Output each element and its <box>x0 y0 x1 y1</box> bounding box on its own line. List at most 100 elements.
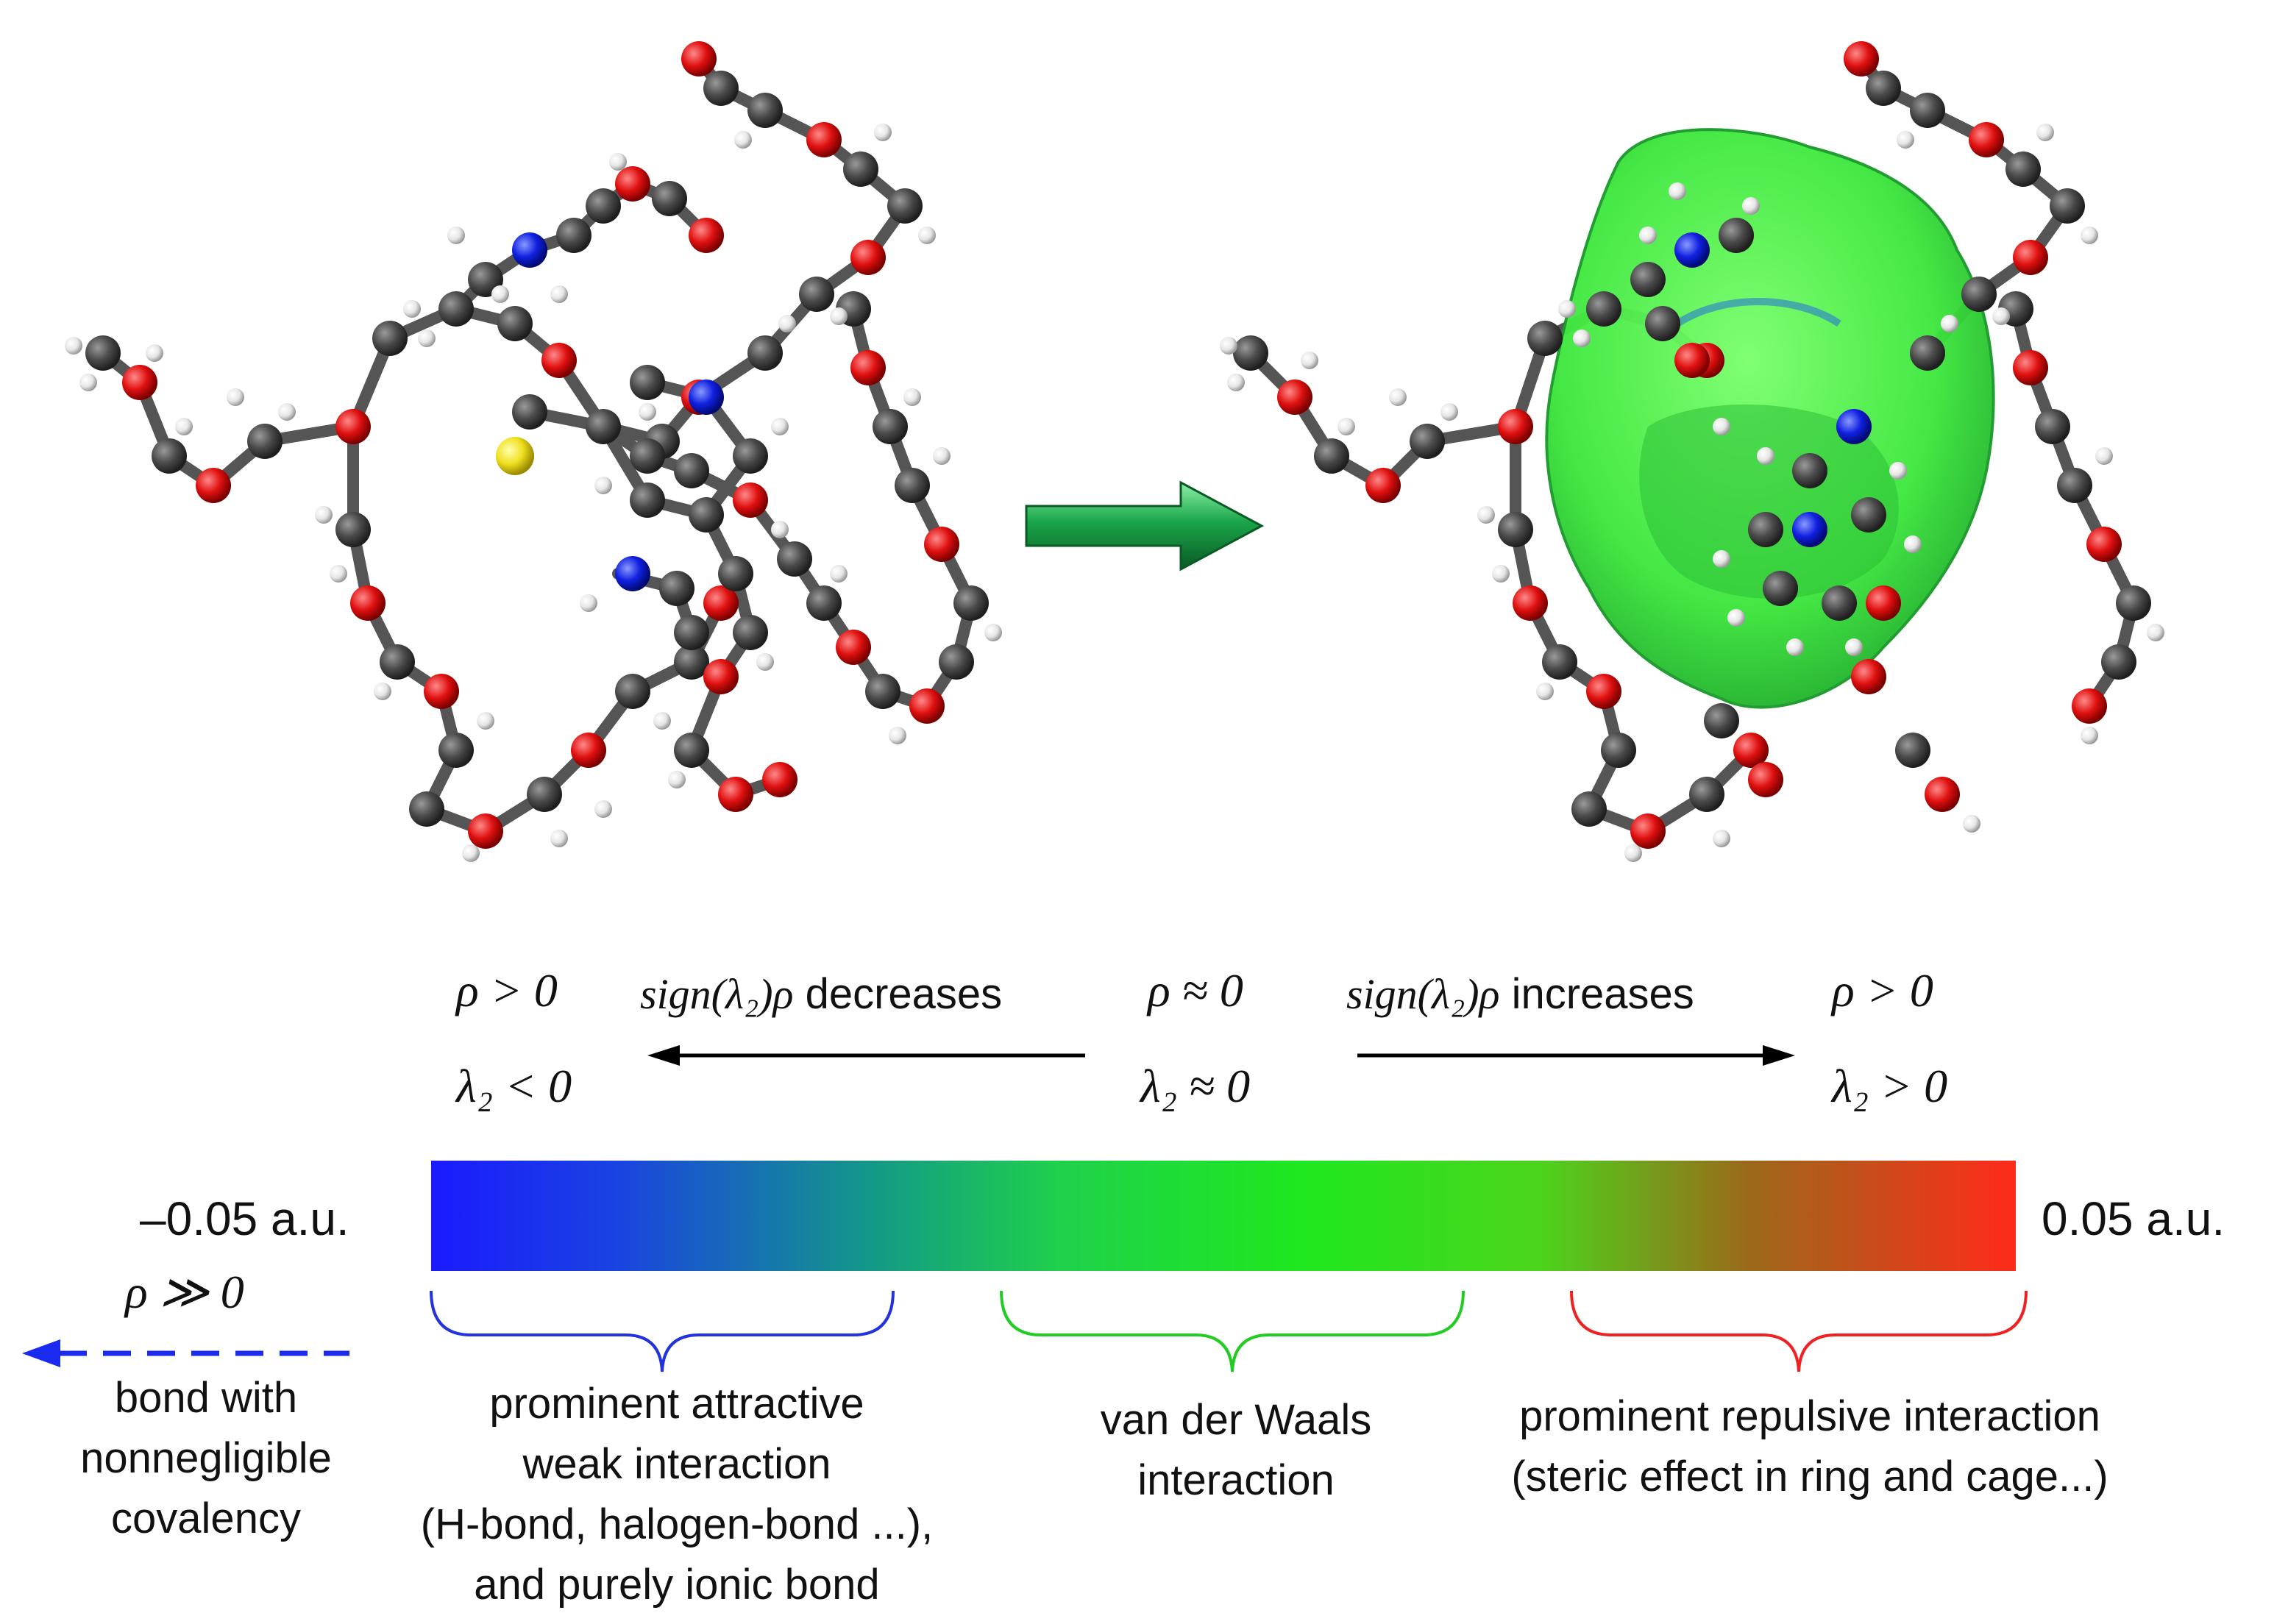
hydrogen-atom <box>933 447 951 465</box>
oxygen-atom <box>350 585 386 621</box>
carbon-atom <box>1763 571 1798 606</box>
carbon-atom <box>799 277 834 312</box>
oxygen-atom <box>541 343 577 378</box>
hydrogen-atom <box>79 374 97 391</box>
carbon-atom <box>335 512 371 547</box>
carbon-atom <box>152 438 187 474</box>
carbon-atom <box>747 93 783 128</box>
center-lambda-label: λ₂ ≈ 0 <box>1140 1060 1251 1112</box>
hydrogen-atom <box>1337 418 1355 435</box>
carbon-atom <box>652 181 687 216</box>
oxygen-atom <box>681 41 717 76</box>
hydrogen-atom <box>1713 550 1730 568</box>
hydrogen-atom <box>1713 418 1730 435</box>
left-lambda-label: λ₂ < 0 <box>456 1060 572 1112</box>
hydrogen-atom <box>462 844 480 862</box>
vdw-brace <box>1000 1290 1465 1372</box>
hydrogen-atom <box>1227 374 1245 391</box>
oxygen-atom <box>468 813 503 849</box>
vdw-line-1: van der Waals <box>1100 1396 1372 1444</box>
carbon-atom <box>2035 409 2070 444</box>
carbon-atom <box>939 644 974 680</box>
covalent-region-label: bond with nonnegligible covalency <box>44 1368 368 1549</box>
left-arrow-icon <box>22 1339 349 1367</box>
carbon-atom <box>1961 277 1997 312</box>
carbon-atom <box>873 409 908 444</box>
hydrogen-atom <box>1639 227 1657 244</box>
carbon-atom <box>1314 438 1349 474</box>
carbon-atom <box>2057 468 2092 503</box>
attractive-line-2: weak interaction <box>522 1440 831 1488</box>
hydrogen-atom <box>1477 506 1495 524</box>
carbon-atom <box>630 438 665 474</box>
hydrogen-atom <box>594 800 612 818</box>
hydrogen-atom <box>374 683 391 700</box>
oxygen-atom <box>1866 585 1901 621</box>
carbon-atom <box>887 188 923 224</box>
hydrogen-atom <box>1220 337 1237 355</box>
center-rho-label: ρ ≈ 0 <box>1148 964 1243 1016</box>
oxygen-atom <box>1586 674 1621 709</box>
hydrogen-atom <box>146 344 163 362</box>
carbon-atom <box>1645 306 1680 341</box>
hydrogen-atom <box>2095 447 2113 465</box>
carbon-atom <box>674 615 709 650</box>
covalent-line-2: nonnegligible <box>80 1434 332 1482</box>
oxygen-atom <box>703 659 739 694</box>
oxygen-atom <box>335 409 371 444</box>
oxygen-atom <box>1630 813 1666 849</box>
carbon-atom <box>733 438 768 474</box>
hydrogen-atom <box>1669 182 1686 200</box>
molecule-right <box>1220 41 2164 862</box>
carbon-atom <box>512 394 547 430</box>
hydrogen-atom <box>1742 197 1760 215</box>
left-rho-label: ρ > 0 <box>456 964 558 1016</box>
carbon-atom <box>1586 291 1621 327</box>
nitrogen-atom <box>1792 512 1827 547</box>
hydrogen-atom <box>1573 330 1591 347</box>
carbon-atom <box>1895 733 1930 768</box>
hydrogen-atom <box>830 307 848 325</box>
hydrogen-atom <box>175 418 193 435</box>
molecule-left <box>65 41 1002 862</box>
covalent-line-3: covalency <box>111 1495 301 1542</box>
hydrogen-atom <box>550 285 568 303</box>
colorbar <box>431 1161 2016 1271</box>
carbon-atom <box>703 71 739 106</box>
carbon-atom <box>1866 71 1901 106</box>
carbon-atom <box>2005 152 2041 187</box>
hydrogen-atom <box>874 124 892 141</box>
attractive-region-label: prominent attractive weak interaction (H… <box>353 1374 1001 1615</box>
hydrogen-atom <box>1558 300 1576 318</box>
carbon-atom <box>1601 733 1636 768</box>
attractive-brace <box>430 1290 895 1372</box>
hydrogen-atom <box>1897 131 1914 149</box>
oxygen-atom <box>1365 468 1401 503</box>
decreases-word: decreases <box>805 970 1003 1018</box>
carbon-atom <box>630 365 665 400</box>
carbon-atom <box>895 468 930 503</box>
oxygen-atom <box>836 630 871 665</box>
oxygen-atom <box>1733 733 1769 768</box>
hydrogen-atom <box>771 521 789 538</box>
right-lambda-label: λ₂ > 0 <box>1832 1060 1948 1112</box>
attractive-line-1: prominent attractive <box>489 1380 864 1428</box>
carbon-atom <box>659 571 694 606</box>
oxygen-atom <box>571 733 606 768</box>
oxygen-atom <box>1277 380 1312 415</box>
carbon-atom <box>1410 424 1445 459</box>
hydrogen-atom <box>278 403 296 421</box>
hydrogen-atom <box>653 712 671 730</box>
nitrogen-atom <box>512 232 547 268</box>
nitrogen-atom <box>615 556 650 591</box>
hydrogen-atom <box>227 388 244 406</box>
carbon-atom <box>1851 497 1886 533</box>
carbon-atom <box>843 152 878 187</box>
carbon-atom <box>380 644 415 680</box>
hydrogen-atom <box>403 300 421 318</box>
oxygen-atom <box>703 585 739 621</box>
scale-min-label: –0.05 a.u. <box>140 1192 349 1245</box>
oxygen-atom <box>1748 762 1783 797</box>
decreases-expression: sign(λ₂)ρ <box>640 970 794 1018</box>
oxygen-atom <box>909 688 945 724</box>
